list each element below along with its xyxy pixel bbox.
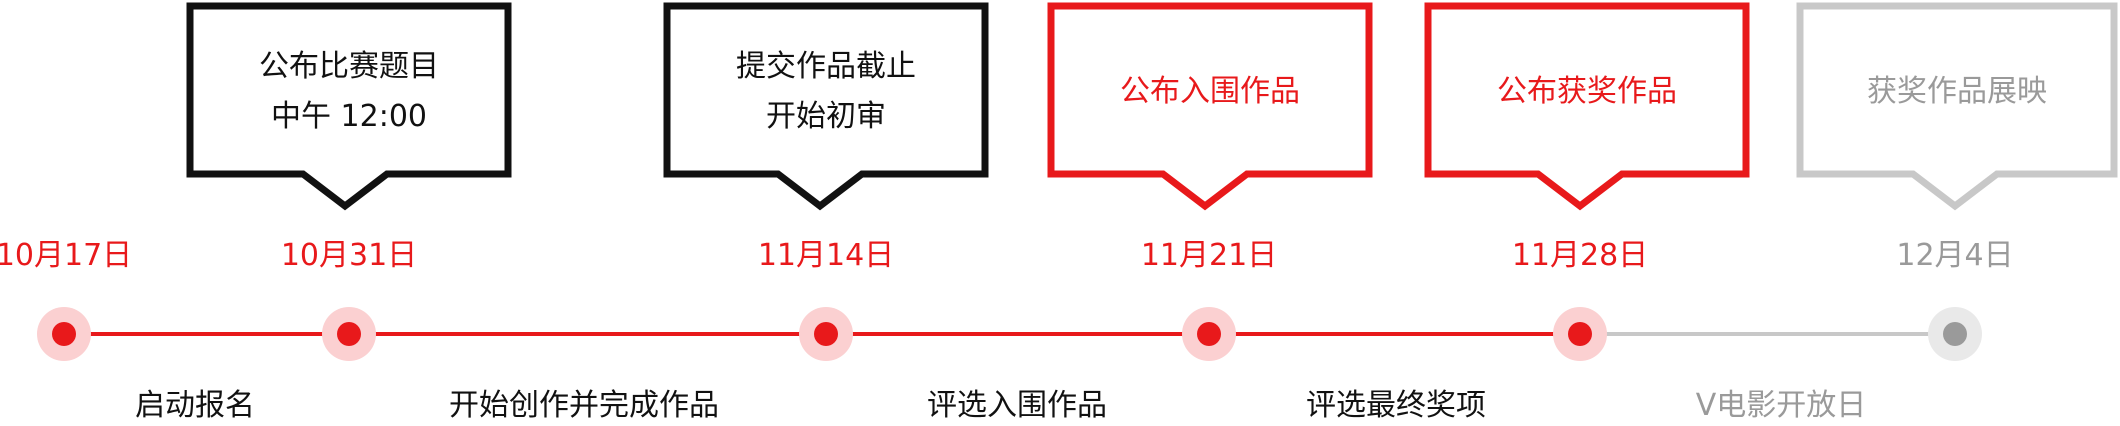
timeline-dot: [337, 322, 361, 346]
bubble-announce-winners: 公布获奖作品: [1428, 10, 1746, 174]
bubble-submission-deadline: 提交作品截止 开始初审: [667, 10, 985, 174]
bubble-line: 提交作品截止: [736, 49, 916, 84]
stage-label: 开始创作并完成作品: [449, 388, 719, 423]
stage-label: 评选最终奖项: [1306, 388, 1486, 423]
date-label: 12月4日: [1896, 238, 2014, 273]
date-label: 11月14日: [757, 238, 895, 273]
timeline-dot: [814, 322, 838, 346]
bubble-outline: [1796, 2, 2118, 211]
timeline-dot: [52, 322, 76, 346]
bubble-line: 开始初审: [766, 99, 886, 134]
date-label: 11月28日: [1511, 238, 1649, 273]
stage-label: 评选入围作品: [927, 388, 1107, 423]
bubble-line: 中午 12:00: [271, 99, 427, 134]
timeline-dot: [1943, 322, 1967, 346]
bubble-outline: [186, 2, 512, 211]
date-label: 10月31日: [280, 238, 418, 273]
bubble-line: 获奖作品展映: [1867, 74, 2047, 109]
bubble-line: 公布获奖作品: [1497, 74, 1677, 109]
date-label: 11月21日: [1140, 238, 1278, 273]
bubble-announce-finalists: 公布入围作品: [1051, 10, 1369, 174]
timeline-dot: [1568, 322, 1592, 346]
bubble-announce-topic: 公布比赛题目 中午 12:00: [190, 10, 508, 174]
stage-label: V电影开放日: [1695, 388, 1867, 423]
timeline-dot: [1197, 322, 1221, 346]
bubble-outline: [1047, 2, 1373, 211]
bubble-outline: [1424, 2, 1750, 211]
date-label: 10月17日: [0, 238, 133, 273]
bubble-line: 公布入围作品: [1120, 74, 1300, 109]
bubble-winner-screening: 获奖作品展映: [1800, 10, 2114, 174]
bubble-line: 公布比赛题目: [259, 49, 439, 84]
bubble-outline: [663, 2, 989, 211]
stage-label: 启动报名: [135, 388, 255, 423]
